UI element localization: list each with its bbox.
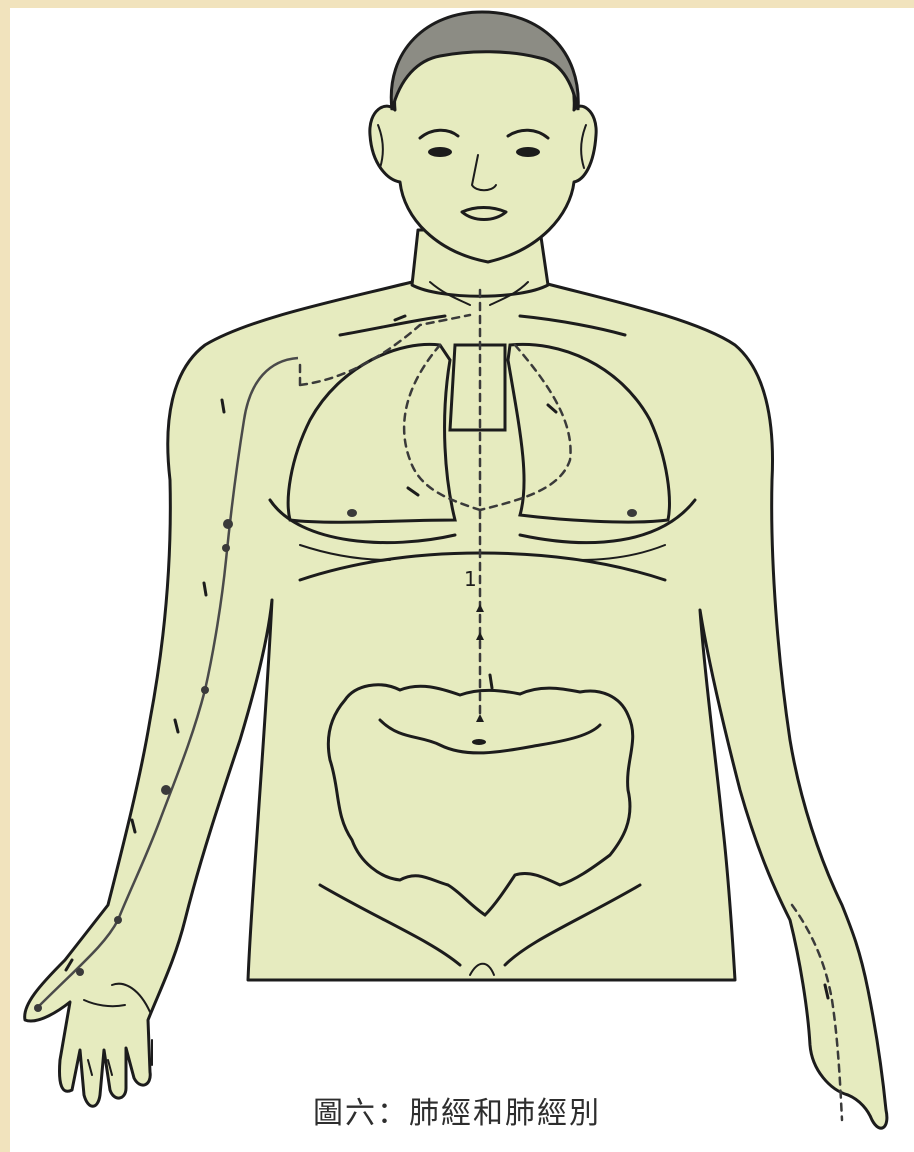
acupoint-3 xyxy=(201,686,209,694)
left-nipple xyxy=(347,509,357,517)
acupoint-1 xyxy=(223,519,233,529)
figure-caption: 圖六：肺經和肺經別 xyxy=(0,1088,914,1132)
right-eye xyxy=(516,147,540,157)
acupoint-6 xyxy=(76,968,84,976)
channel-number-label: 1 xyxy=(464,567,477,591)
left-eye xyxy=(428,147,452,157)
acupoint-7 xyxy=(34,1004,42,1012)
acupoint-4 xyxy=(161,785,171,795)
acupoint-2 xyxy=(222,544,230,552)
right-nipple xyxy=(627,509,637,517)
trachea xyxy=(450,345,505,430)
acupoint-5 xyxy=(114,916,122,924)
